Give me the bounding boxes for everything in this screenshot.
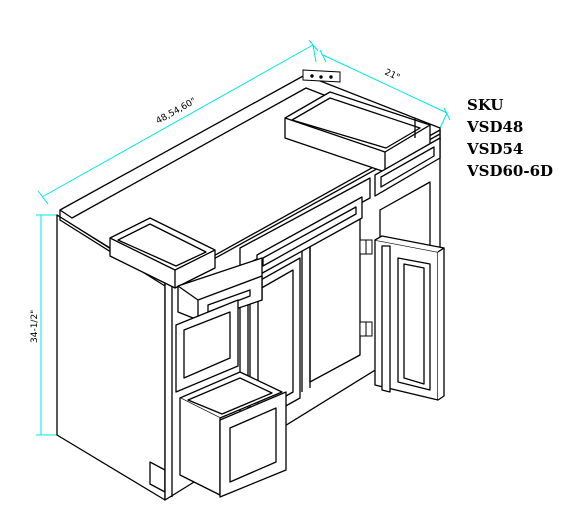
dimension-lines — [36, 39, 451, 436]
mounting-bracket-icon — [302, 69, 341, 83]
sku-list: SKU VSD48 VSD54 VSD60-6D — [467, 94, 553, 182]
door-right-open — [374, 235, 445, 401]
drawer-front-top-center — [256, 196, 363, 277]
drawer-front-top-right — [374, 137, 441, 197]
sku-item: VSD54 — [467, 140, 524, 158]
drawer-front-left-middle — [175, 299, 239, 393]
drawer-box-left-rear — [109, 217, 216, 289]
height-dimension-label: 34-1/2" — [30, 310, 40, 343]
depth-dimension-label: 21" — [383, 68, 401, 84]
sku-item: VSD48 — [467, 118, 524, 136]
sku-heading: SKU — [467, 96, 504, 114]
drawer-box-left-bottom — [179, 371, 287, 498]
sku-item: VSD60-6D — [467, 162, 554, 180]
hinge-icons — [359, 239, 373, 337]
